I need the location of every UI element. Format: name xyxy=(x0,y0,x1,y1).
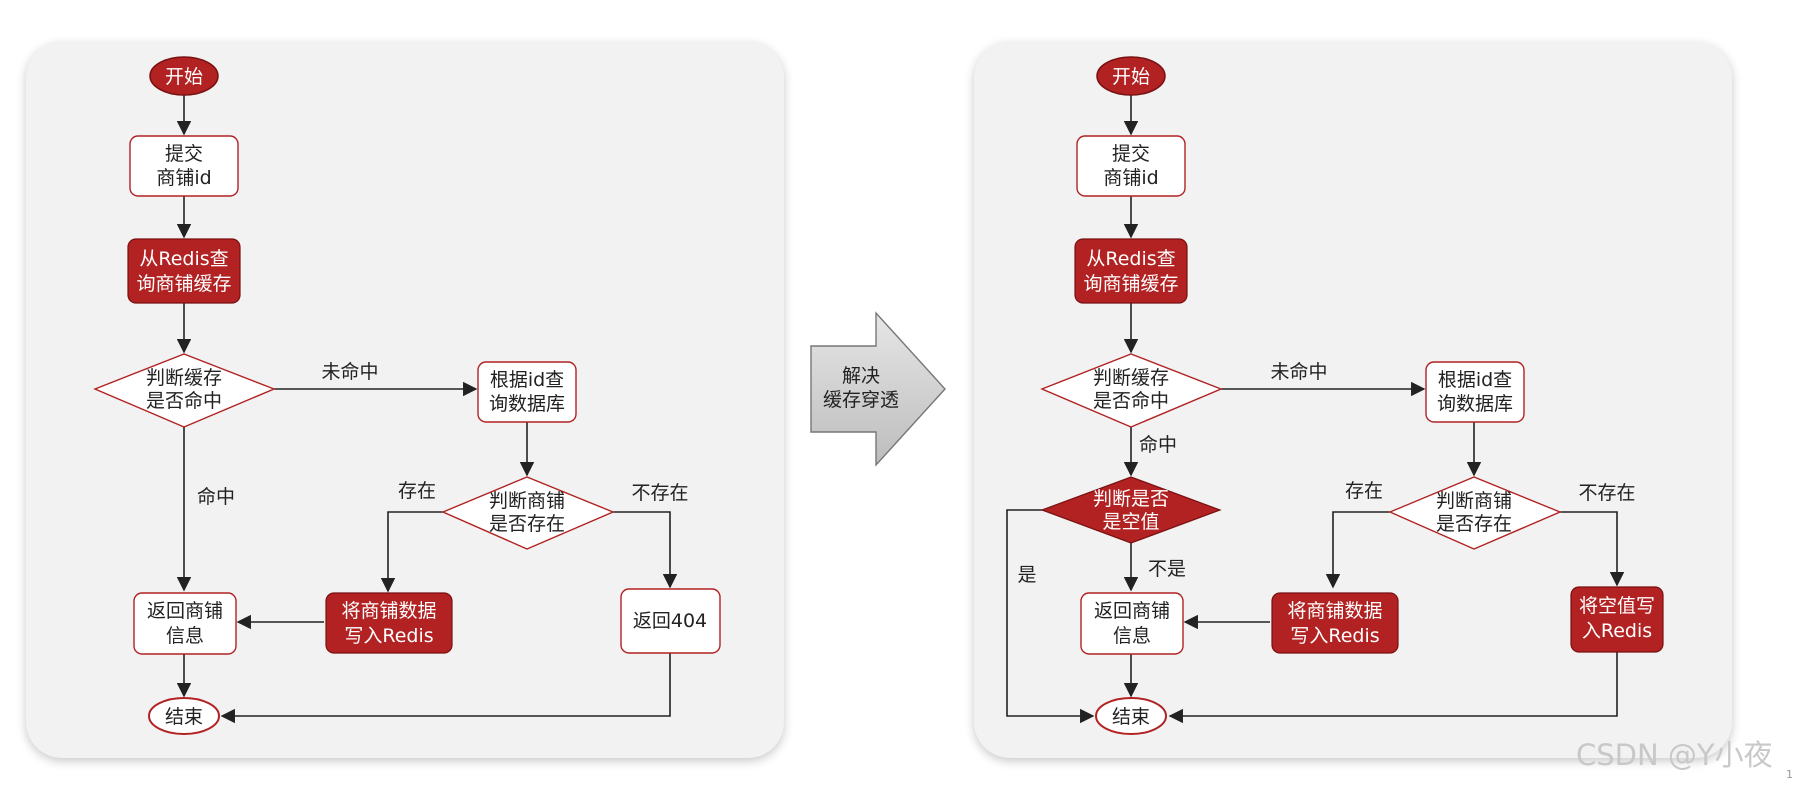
decision-cache-line1: 判断缓存 xyxy=(146,367,222,389)
connector xyxy=(220,653,671,724)
query-redis-node xyxy=(1074,238,1188,304)
return-info-line1: 返回商铺 xyxy=(1094,600,1170,622)
right-diagram: 开始 提交 商铺id 从Redis查 询商铺缓存 判断缓存 是否命中 未命中 根… xyxy=(1006,56,1664,735)
query-db-line2: 询数据库 xyxy=(489,393,565,415)
query-db-node xyxy=(1425,361,1525,423)
return-info-line2: 信息 xyxy=(1113,625,1151,647)
write-null-redis-node xyxy=(1570,586,1664,653)
start-node xyxy=(1096,56,1166,96)
write-redis-line2: 写入Redis xyxy=(1290,625,1379,647)
corner-mark: 1 xyxy=(1786,768,1793,781)
query-redis-line2: 询商铺缓存 xyxy=(136,273,231,295)
connector xyxy=(1560,511,1625,587)
left-diagram: 开始 提交 商铺id 从Redis查 询商铺缓存 判断缓存 是否命中 未命中 根… xyxy=(93,56,721,735)
submit-shop-id-node xyxy=(129,135,239,197)
start-label: 开始 xyxy=(1112,66,1150,88)
start-node xyxy=(149,56,219,96)
query-redis-line2: 询商铺缓存 xyxy=(1083,273,1178,295)
decision-shop-exist xyxy=(1388,476,1562,550)
decision-shop-line2: 是否存在 xyxy=(489,513,565,535)
query-db-line2: 询数据库 xyxy=(1437,393,1513,415)
decision-null-value xyxy=(1040,476,1222,544)
label-yes: 是 xyxy=(1017,564,1036,586)
decision-null-line2: 是空值 xyxy=(1102,511,1159,533)
write-null-line2: 入Redis xyxy=(1582,620,1652,642)
submit-label-line1: 提交 xyxy=(1112,143,1150,165)
decision-cache-hit xyxy=(93,353,276,428)
label-exist: 存在 xyxy=(1345,480,1383,502)
write-null-line1: 将空值写 xyxy=(1579,595,1655,617)
write-redis-line1: 将商铺数据 xyxy=(1287,600,1382,622)
label-not-exist: 不存在 xyxy=(631,482,688,504)
arrow-text-line2: 缓存穿透 xyxy=(823,389,899,411)
connector xyxy=(1006,509,1095,724)
decision-shop-line2: 是否存在 xyxy=(1436,513,1512,535)
query-db-line1: 根据id查 xyxy=(1438,369,1512,391)
decision-null-line1: 判断是否 xyxy=(1093,488,1169,510)
return-info-node xyxy=(133,592,237,655)
start-label: 开始 xyxy=(165,66,203,88)
connector xyxy=(1168,652,1618,724)
arrow-text-line1: 解决 xyxy=(842,365,880,387)
submit-shop-id-node xyxy=(1076,135,1186,197)
end-node xyxy=(148,697,220,735)
decision-shop-line1: 判断商铺 xyxy=(489,490,565,512)
label-hit: 命中 xyxy=(197,486,235,508)
connector xyxy=(613,511,678,589)
decision-shop-line1: 判断商铺 xyxy=(1436,490,1512,512)
decision-cache-line2: 是否命中 xyxy=(146,390,222,412)
query-redis-line1: 从Redis查 xyxy=(1086,248,1175,270)
solve-arrow: 解决 缓存穿透 xyxy=(810,311,946,467)
query-redis-node xyxy=(127,238,241,304)
label-hit: 命中 xyxy=(1139,434,1177,456)
label-exist: 存在 xyxy=(398,480,436,502)
return-404-node xyxy=(620,588,721,654)
submit-label-line1: 提交 xyxy=(165,143,203,165)
big-arrow-shape xyxy=(810,311,946,467)
connector xyxy=(380,511,443,593)
return-info-line1: 返回商铺 xyxy=(147,600,223,622)
return-info-node xyxy=(1080,592,1184,655)
return-404-label: 返回404 xyxy=(633,610,707,632)
write-redis-node xyxy=(325,592,453,654)
end-node xyxy=(1095,697,1167,735)
label-no: 不是 xyxy=(1148,558,1186,580)
connector xyxy=(1325,511,1390,589)
label-miss: 未命中 xyxy=(1270,361,1327,383)
query-db-line1: 根据id查 xyxy=(490,369,564,391)
label-not-exist: 不存在 xyxy=(1578,482,1635,504)
decision-shop-exist xyxy=(441,476,615,550)
csdn-watermark: CSDN @Y小夜 xyxy=(1576,738,1773,772)
submit-label-line2: 商铺id xyxy=(156,167,211,189)
query-db-node xyxy=(477,361,577,423)
end-label: 结束 xyxy=(165,706,203,728)
write-redis-node xyxy=(1271,592,1399,654)
decision-cache-hit xyxy=(1040,353,1223,428)
return-info-line2: 信息 xyxy=(166,625,204,647)
submit-label-line2: 商铺id xyxy=(1103,167,1158,189)
query-redis-line1: 从Redis查 xyxy=(139,248,228,270)
end-label: 结束 xyxy=(1112,706,1150,728)
write-redis-line1: 将商铺数据 xyxy=(341,600,436,622)
write-redis-line2: 写入Redis xyxy=(344,625,433,647)
decision-cache-line2: 是否命中 xyxy=(1093,390,1169,412)
label-miss: 未命中 xyxy=(321,361,378,383)
decision-cache-line1: 判断缓存 xyxy=(1093,367,1169,389)
